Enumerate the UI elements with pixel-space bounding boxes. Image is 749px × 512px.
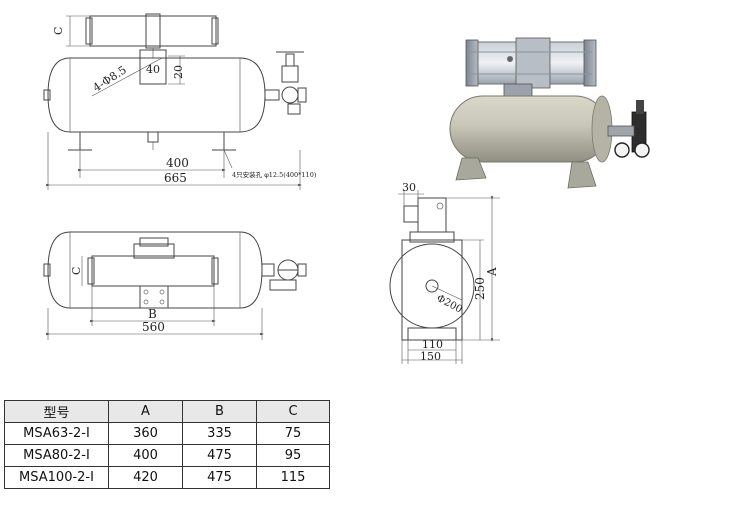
side-dim-150: 150 [420,350,441,363]
side-dim-30: 30 [402,181,416,194]
table-row: MSA63-2-I 360 335 75 [4,422,330,445]
table-row: MSA100-2-I 420 475 115 [4,466,330,489]
cell-model: MSA63-2-I [4,422,109,445]
side-dim-a: A [485,267,499,277]
top-dim-20: 20 [172,65,185,79]
side-view: 30 Φ200 A 250 110 150 [389,181,500,364]
header-c: C [256,400,330,423]
top-dim-40: 40 [146,63,160,76]
cell-a: 400 [108,444,183,467]
cell-c: 95 [256,444,330,467]
top-dim-665: 665 [164,171,187,185]
side-dim-250: 250 [473,277,487,300]
header-b: B [182,400,257,423]
cell-model: MSA80-2-I [4,444,109,467]
cell-c: 75 [256,422,330,445]
cell-a: 420 [108,466,183,489]
product-image [449,37,650,189]
cell-model: MSA100-2-I [4,466,109,489]
top-mount-note: 4只安装孔 φ12.5(400*110) [232,170,317,179]
cell-b: 335 [182,422,257,445]
cell-c: 115 [256,466,330,489]
top-dim-c: C [52,27,65,35]
top-dim-400: 400 [166,156,189,170]
plan-dim-560: 560 [142,320,165,334]
header-a: A [108,400,183,423]
elevation-view: C 40 20 4-Φ8.5 400 [43,13,317,190]
spec-table: 型号 A B C MSA63-2-I 360 335 75 MSA80-2-I … [4,400,330,489]
side-dia-200: Φ200 [435,293,464,316]
plan-view: C B 560 [43,231,307,340]
header-model: 型号 [4,400,109,423]
plan-dim-b: B [148,307,157,321]
plan-dim-c: C [70,267,83,275]
cell-b: 475 [182,466,257,489]
cell-b: 475 [182,444,257,467]
table-row: MSA80-2-I 400 475 95 [4,444,330,467]
spec-table-header-row: 型号 A B C [4,400,330,423]
side-dim-110: 110 [422,338,443,351]
technical-drawing: C 40 20 4-Φ8.5 400 [43,13,650,364]
cell-a: 360 [108,422,183,445]
